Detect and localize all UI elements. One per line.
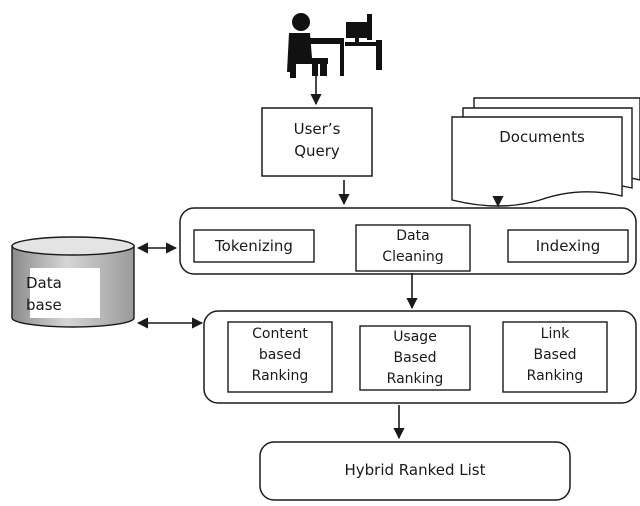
content-ranking-line3: Ranking bbox=[251, 368, 309, 384]
data-cleaning-line1: Data bbox=[396, 228, 430, 244]
link-ranking-box bbox=[502, 321, 608, 393]
indexing-box bbox=[507, 229, 629, 263]
usage-ranking-line1: Usage bbox=[393, 329, 437, 345]
database-line2: base bbox=[26, 296, 62, 312]
usage-ranking-line2: Based bbox=[393, 350, 437, 366]
tokenizing-box bbox=[193, 229, 315, 263]
hybrid-list-box bbox=[259, 441, 571, 501]
database-label: Data base bbox=[26, 272, 86, 312]
data-cleaning-label: Data Cleaning bbox=[356, 226, 470, 268]
documents-label: Documents bbox=[499, 128, 585, 146]
link-ranking-line1: Link bbox=[540, 326, 570, 342]
usage-ranking-line3: Ranking bbox=[386, 371, 444, 387]
usage-ranking-box bbox=[359, 325, 471, 391]
database-label-bg bbox=[30, 268, 100, 318]
link-ranking-line3: Ranking bbox=[526, 368, 584, 384]
link-ranking-line2: Based bbox=[533, 347, 577, 363]
link-ranking-label: Link Based Ranking bbox=[503, 324, 607, 387]
user-query-label: User’s Query bbox=[262, 118, 372, 162]
database-line1: Data bbox=[26, 274, 62, 292]
user-query-line2: Query bbox=[294, 142, 340, 160]
user-query-line1: User’s bbox=[293, 120, 341, 138]
user-query-box bbox=[261, 107, 373, 177]
indexing-label: Indexing bbox=[535, 237, 601, 255]
hybrid-list-label: Hybrid Ranked List bbox=[344, 461, 486, 479]
content-ranking-line1: Content bbox=[252, 326, 308, 342]
user-computer-icon bbox=[287, 13, 382, 78]
content-ranking-box bbox=[227, 321, 333, 393]
content-ranking-line2: based bbox=[258, 347, 302, 363]
documents-icon bbox=[451, 97, 640, 207]
usage-ranking-label: Usage Based Ranking bbox=[360, 327, 470, 390]
data-cleaning-line2: Cleaning bbox=[382, 249, 444, 265]
data-cleaning-box bbox=[355, 224, 471, 272]
tokenizing-label: Tokenizing bbox=[215, 237, 293, 255]
content-ranking-label: Content based Ranking bbox=[228, 324, 332, 387]
